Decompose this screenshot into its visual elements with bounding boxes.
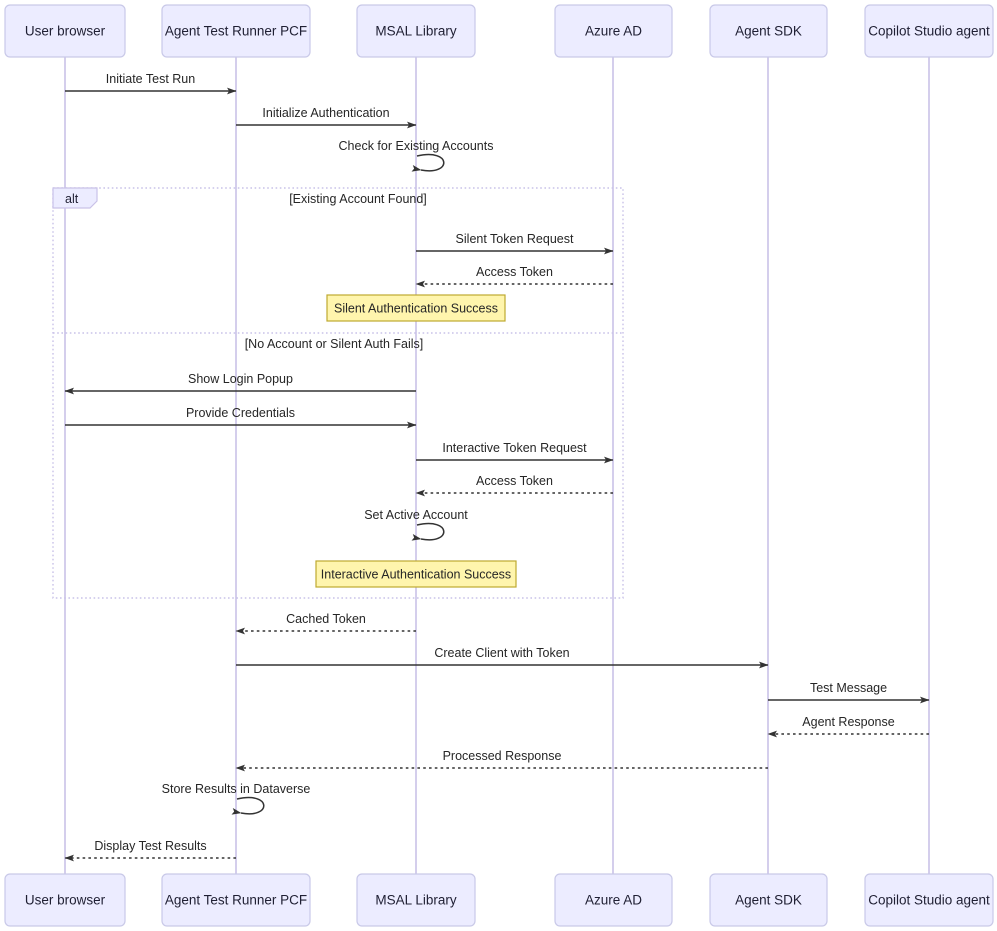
message-label: Check for Existing Accounts — [339, 139, 494, 153]
participant-label: User browser — [25, 24, 106, 39]
participant-box[interactable] — [161, 873, 311, 927]
message-9: Set Active Account — [364, 508, 468, 541]
message-label: Provide Credentials — [186, 406, 295, 420]
note-1: Interactive Authentication Success — [315, 560, 517, 588]
message-label: Store Results in Dataverse — [162, 782, 311, 796]
message-2: Check for Existing Accounts — [339, 139, 494, 172]
participant-pcf-bottom[interactable]: Agent Test Runner PCF — [161, 873, 311, 927]
participant-pcf-top[interactable]: Agent Test Runner PCF — [161, 4, 311, 58]
participant-label: Copilot Studio agent — [868, 24, 990, 39]
message-label: Cached Token — [286, 612, 366, 626]
participant-copilot-bottom[interactable]: Copilot Studio agent — [864, 873, 994, 927]
message-16: Display Test Results — [64, 839, 236, 862]
participant-box[interactable] — [864, 4, 994, 58]
message-label: Set Active Account — [364, 508, 468, 522]
message-7: Interactive Token Request — [416, 441, 614, 464]
note-label: Interactive Authentication Success — [321, 567, 511, 581]
participant-msal-top[interactable]: MSAL Library — [356, 4, 476, 58]
participant-label: MSAL Library — [375, 24, 457, 39]
participant-aad-top[interactable]: Azure AD — [554, 4, 673, 58]
self-message-arc — [411, 153, 445, 172]
participant-user-bottom[interactable]: User browser — [4, 873, 126, 927]
participant-box[interactable] — [356, 873, 476, 927]
participant-label: User browser — [25, 893, 106, 908]
lifelines-group — [64, 57, 930, 874]
note-0: Silent Authentication Success — [326, 294, 506, 322]
participant-sdk-top[interactable]: Agent SDK — [709, 4, 828, 58]
alt-operator-label: alt — [65, 192, 79, 206]
message-12: Test Message — [768, 681, 930, 704]
alt-fragment-border — [52, 187, 624, 599]
message-11: Create Client with Token — [236, 646, 769, 669]
participant-label: Agent SDK — [735, 893, 802, 908]
message-label: Processed Response — [443, 749, 562, 763]
participant-box[interactable] — [709, 4, 828, 58]
message-14: Processed Response — [235, 749, 768, 772]
participant-box[interactable] — [356, 4, 476, 58]
participant-box[interactable] — [554, 873, 673, 927]
message-13: Agent Response — [767, 715, 929, 738]
message-3: Silent Token Request — [416, 232, 614, 255]
participant-label: Copilot Studio agent — [868, 893, 990, 908]
message-label: Initialize Authentication — [262, 106, 389, 120]
notes-group: Silent Authentication SuccessInteractive… — [315, 294, 517, 588]
alt-branch-condition-0: [Existing Account Found] — [289, 192, 427, 206]
message-label: Interactive Token Request — [442, 441, 587, 455]
alt-fragment-group: alt [Existing Account Found] [No Account o… — [52, 187, 624, 599]
participant-label: Azure AD — [585, 893, 642, 908]
message-label: Agent Response — [802, 715, 894, 729]
message-label: Silent Token Request — [456, 232, 574, 246]
self-message-arc — [231, 796, 265, 815]
participant-aad-bottom[interactable]: Azure AD — [554, 873, 673, 927]
participant-sdk-bottom[interactable]: Agent SDK — [709, 873, 828, 927]
participant-msal-bottom[interactable]: MSAL Library — [356, 873, 476, 927]
note-box — [326, 294, 506, 322]
participant-label: Agent Test Runner PCF — [165, 24, 307, 39]
participant-box[interactable] — [4, 4, 126, 58]
alt-fragment-tab — [52, 187, 98, 209]
participant-label: Azure AD — [585, 24, 642, 39]
note-label: Silent Authentication Success — [334, 301, 498, 315]
message-label: Initiate Test Run — [106, 72, 195, 86]
message-10: Cached Token — [235, 612, 416, 635]
message-label: Display Test Results — [94, 839, 206, 853]
alt-branch-condition-1: [No Account or Silent Auth Fails] — [245, 337, 424, 351]
self-message-arc — [411, 522, 445, 541]
participant-box[interactable] — [709, 873, 828, 927]
message-15: Store Results in Dataverse — [162, 782, 311, 815]
participant-box[interactable] — [4, 873, 126, 927]
participant-label: Agent Test Runner PCF — [165, 893, 307, 908]
message-label: Access Token — [476, 474, 553, 488]
message-5: Show Login Popup — [64, 372, 416, 395]
participant-box[interactable] — [864, 873, 994, 927]
message-1: Initialize Authentication — [236, 106, 417, 129]
message-4: Access Token — [415, 265, 613, 288]
message-8: Access Token — [415, 474, 613, 497]
participant-label: Agent SDK — [735, 24, 802, 39]
message-label: Test Message — [810, 681, 887, 695]
message-label: Access Token — [476, 265, 553, 279]
message-6: Provide Credentials — [65, 406, 417, 429]
message-0: Initiate Test Run — [65, 72, 237, 95]
participant-user-top[interactable]: User browser — [4, 4, 126, 58]
participant-copilot-top[interactable]: Copilot Studio agent — [864, 4, 994, 58]
note-box — [315, 560, 517, 588]
participant-label: MSAL Library — [375, 893, 457, 908]
message-label: Show Login Popup — [188, 372, 293, 386]
message-label: Create Client with Token — [434, 646, 569, 660]
participant-box[interactable] — [554, 4, 673, 58]
participant-box[interactable] — [161, 4, 311, 58]
